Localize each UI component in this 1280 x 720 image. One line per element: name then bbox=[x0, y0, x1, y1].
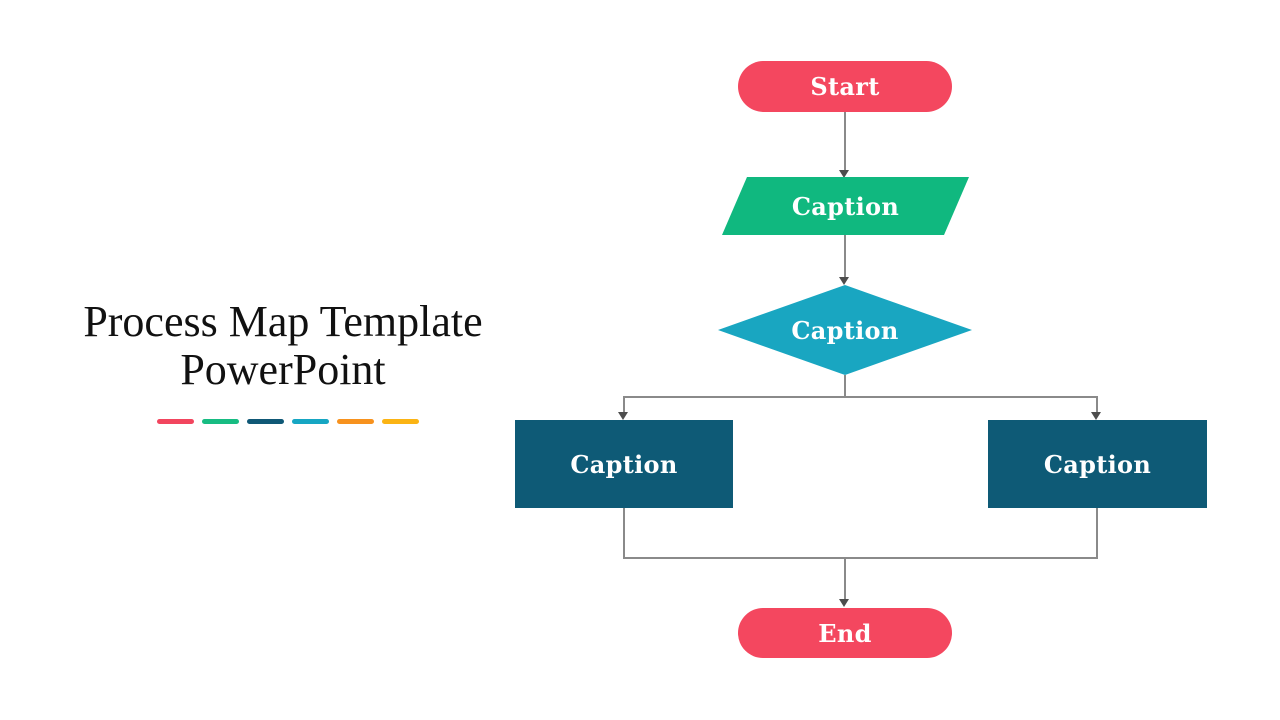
connector-decision-stub bbox=[844, 375, 846, 398]
connector-input-to-decision bbox=[844, 235, 846, 277]
divider-dash-dark-teal bbox=[247, 419, 284, 424]
node-start[interactable]: Start bbox=[738, 61, 952, 112]
node-end-label: End bbox=[818, 618, 872, 648]
connector-left-process-down bbox=[623, 508, 625, 558]
node-process-left-label: Caption bbox=[570, 449, 678, 479]
node-end[interactable]: End bbox=[738, 608, 952, 658]
title-block: Process Map Template PowerPoint bbox=[63, 298, 503, 394]
node-start-label: Start bbox=[810, 72, 880, 101]
title-divider bbox=[157, 419, 419, 424]
node-input-label: Caption bbox=[791, 191, 900, 221]
divider-dash-cyan bbox=[292, 419, 329, 424]
node-decision-label: Caption bbox=[791, 315, 899, 345]
divider-dash-pink bbox=[157, 419, 194, 424]
divider-dash-amber bbox=[382, 419, 419, 424]
arrowhead-into-input bbox=[839, 170, 849, 178]
arrowhead-into-right-process bbox=[1091, 412, 1101, 420]
node-process-right[interactable]: Caption bbox=[988, 420, 1207, 508]
connector-right-process-down bbox=[1096, 508, 1098, 558]
divider-dash-green bbox=[202, 419, 239, 424]
node-process-right-label: Caption bbox=[1043, 449, 1152, 479]
connector-branch-left-stub bbox=[623, 396, 625, 412]
node-input-parallelogram[interactable]: Caption bbox=[722, 177, 969, 235]
divider-dash-orange bbox=[337, 419, 374, 424]
arrowhead-into-end bbox=[839, 599, 849, 607]
connector-start-to-input bbox=[844, 112, 846, 170]
node-decision-diamond[interactable]: Caption bbox=[718, 285, 972, 375]
connector-branch-right-stub bbox=[1096, 396, 1098, 412]
page-title: Process Map Template PowerPoint bbox=[83, 297, 483, 394]
connector-merge-bar bbox=[623, 557, 1098, 559]
connector-branch-bar bbox=[623, 396, 1098, 398]
arrowhead-into-left-process bbox=[618, 412, 628, 420]
node-process-left[interactable]: Caption bbox=[515, 420, 733, 508]
arrowhead-into-decision bbox=[839, 277, 849, 285]
connector-merge-to-end bbox=[844, 558, 846, 599]
